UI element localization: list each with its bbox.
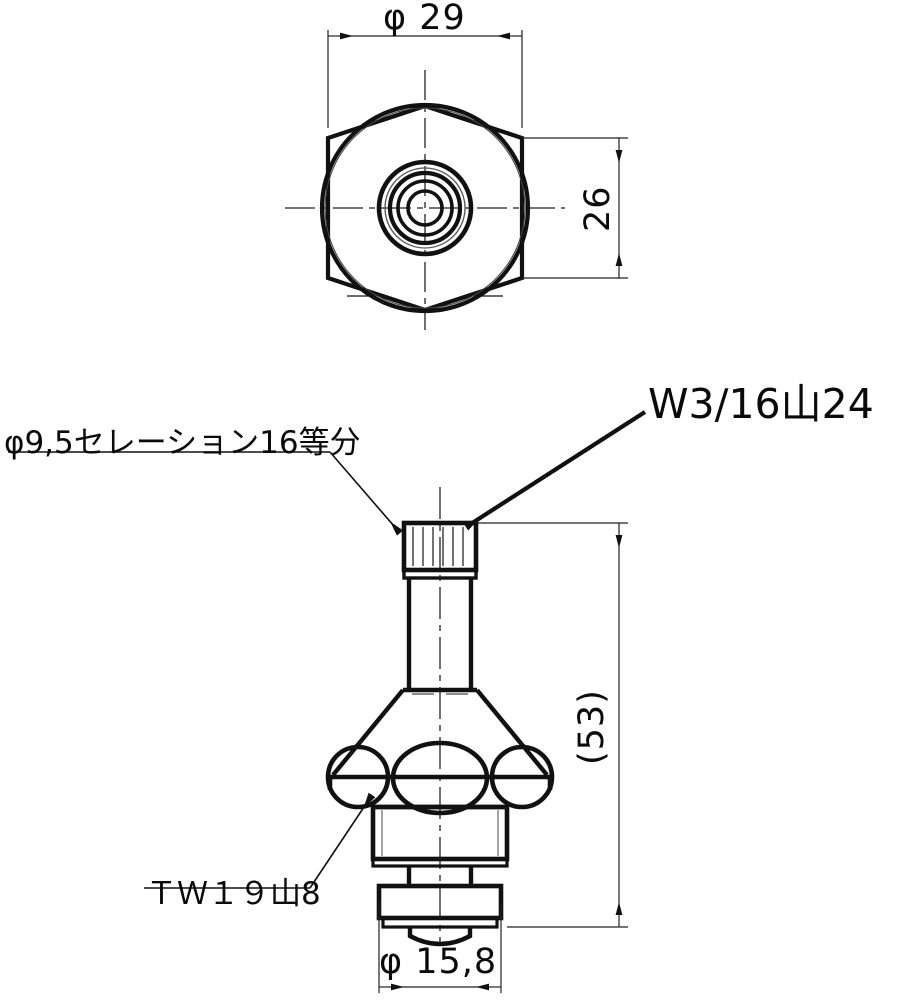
top-view-centerlines xyxy=(285,70,565,330)
dim-label-phi29: φ 29 xyxy=(383,0,466,38)
dim-label-phi158: φ 15,8 xyxy=(379,942,498,982)
dim-phi158 xyxy=(378,900,502,993)
note-thread-bottom: ＴＷ１９山8 xyxy=(146,876,321,912)
bottom-tip xyxy=(407,927,473,947)
dim-label-26: 26 xyxy=(578,185,618,232)
threaded-top-section xyxy=(401,520,479,580)
top-view-group xyxy=(285,30,628,330)
shank-taper xyxy=(406,662,474,690)
note-serration: φ9,5セレーション16等分 xyxy=(4,425,361,461)
shank-section xyxy=(406,578,474,662)
leader-thread-bottom xyxy=(144,792,376,889)
conical-shoulder xyxy=(331,687,549,777)
bore-concentric-circles xyxy=(376,159,474,257)
leader-thread-top xyxy=(463,410,647,531)
leader-serration xyxy=(8,451,404,536)
lower-thread-band xyxy=(370,804,510,868)
side-view-group xyxy=(8,410,647,993)
dim-26 xyxy=(522,137,628,279)
lower-neck xyxy=(406,866,474,886)
note-thread-top: W3/16山24 xyxy=(648,380,874,428)
dim-phi29 xyxy=(327,30,523,128)
dim-53 xyxy=(476,522,628,928)
dim-label-53: (53) xyxy=(572,689,612,765)
